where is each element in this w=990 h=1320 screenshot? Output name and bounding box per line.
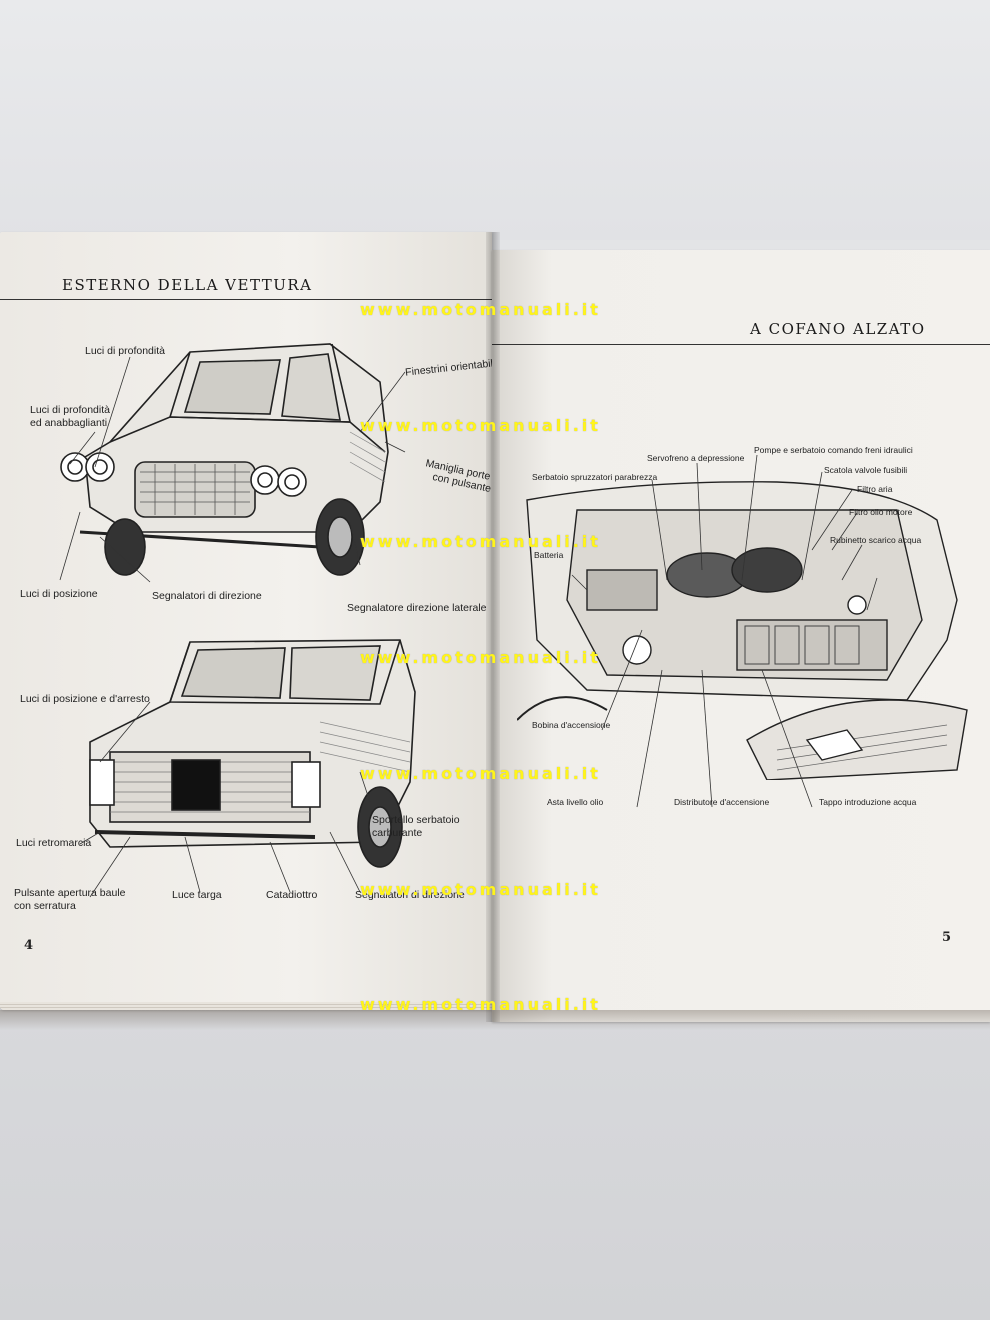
label-serbatoio-spruzzatori: Serbatoio spruzzatori parabrezza <box>532 472 658 482</box>
watermark-3: www.motomanuali.it <box>360 532 601 551</box>
label-segnalatori-direzione: Segnalatori di direzione <box>152 590 262 602</box>
label-catadiottro: Catadiottro <box>266 889 318 901</box>
right-page-title: A COFANO ALZATO <box>750 320 926 338</box>
label-segnalatori-retro: Segnalatori di direzione <box>355 889 465 901</box>
rear-car-illustration <box>89 639 416 868</box>
label-luci-posizione-arresto: Luci di posizione e d'arresto <box>20 693 150 705</box>
right-title-rule <box>492 344 990 345</box>
label-servofreno: Servofreno a depressione <box>647 453 745 463</box>
label-luci-posizione: Luci di posizione <box>20 588 98 600</box>
watermark-2: www.motomanuali.it <box>360 416 601 435</box>
label-pompe: Pompe e serbatoio comando freni idraulic… <box>754 445 913 455</box>
watermark-7: www.motomanuali.it <box>360 995 601 1014</box>
right-leader-lines <box>571 454 878 808</box>
label-filtro-aria: Filtro aria <box>857 484 893 494</box>
open-manual: ESTERNO DELLA VETTURA <box>0 232 990 1022</box>
label-bobina: Bobina d'accensione <box>532 720 611 730</box>
label-luce-targa: Luce targa <box>172 889 222 901</box>
front-car-illustration <box>60 343 389 576</box>
left-leader-lines <box>59 356 406 898</box>
label-luci-anabbaglianti-2: ed anabbaglianti <box>30 417 108 429</box>
label-luci-anabbaglianti-1: Luci di profondità <box>30 404 110 416</box>
label-scatola: Scatola valvole fusibili <box>824 465 908 475</box>
watermark-1: www.motomanuali.it <box>360 300 601 319</box>
book-gutter <box>486 232 500 1022</box>
label-luci-retromarcia: Luci retromarcia <box>16 837 92 849</box>
watermark-5: www.motomanuali.it <box>360 764 601 783</box>
label-filtro-olio: Filtro olio motore <box>849 507 913 517</box>
engine-bay-illustration <box>517 481 968 780</box>
tabletop-background <box>0 0 990 240</box>
label-pulsante-baule-2: con serratura <box>14 900 76 912</box>
label-asta: Asta livello olio <box>547 797 604 807</box>
label-sportello-2: carburante <box>372 827 423 839</box>
label-rubinetto: Rubinetto scarico acqua <box>830 535 922 545</box>
label-distributore: Distributore d'accensione <box>674 797 770 807</box>
left-title-rule <box>0 299 492 300</box>
label-pulsante-baule-1: Pulsante apertura baule <box>14 887 126 899</box>
watermark-6: www.motomanuali.it <box>360 880 601 899</box>
right-page: A COFANO ALZATO <box>492 250 990 1022</box>
label-sportello-1: Sportello serbatoio <box>372 814 460 826</box>
watermark-4: www.motomanuali.it <box>360 648 601 667</box>
page-stack-edge <box>0 1002 492 1010</box>
label-batteria: Batteria <box>534 550 564 560</box>
label-segnalatore-laterale: Segnalatore direzione laterale <box>347 602 487 614</box>
label-tappo: Tappo introduzione acqua <box>819 797 917 807</box>
left-page: ESTERNO DELLA VETTURA <box>0 232 492 1010</box>
right-page-number: 5 <box>942 930 952 945</box>
label-luci-profondita: Luci di profondità <box>85 345 165 357</box>
left-page-number: 4 <box>24 938 34 953</box>
book-shadow <box>0 1010 990 1030</box>
left-page-title: ESTERNO DELLA VETTURA <box>62 276 313 294</box>
